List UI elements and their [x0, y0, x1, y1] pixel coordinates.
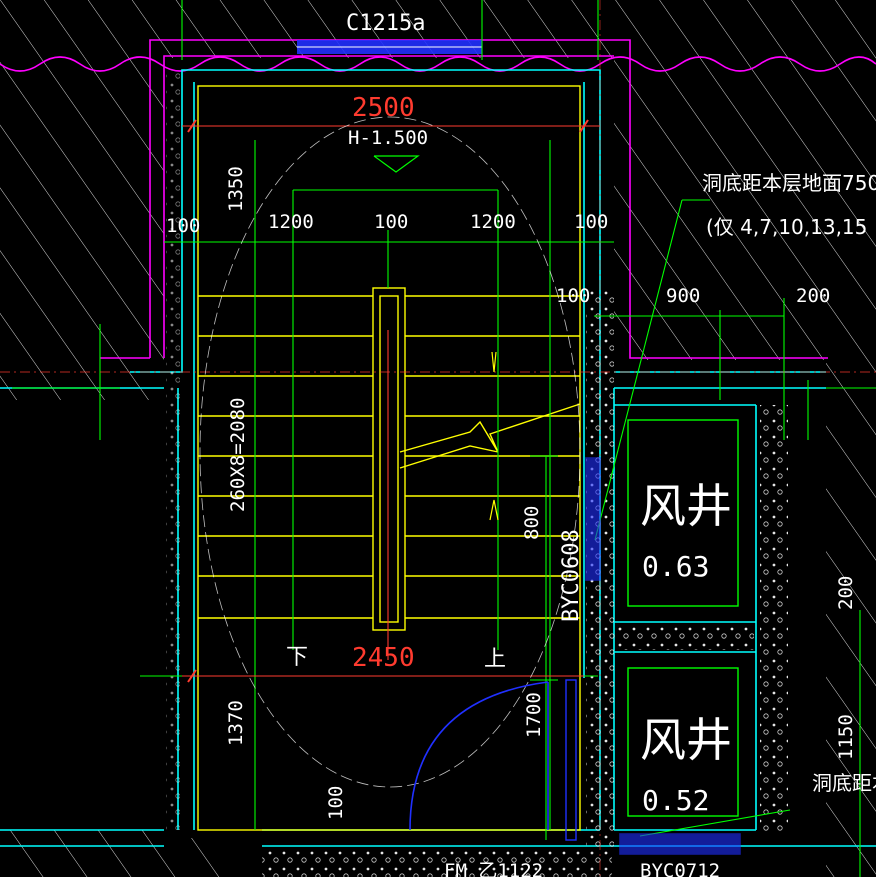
window-label: C1215a: [346, 11, 425, 36]
dim-1700: 1700: [523, 692, 545, 738]
tick-marks: [187, 119, 589, 683]
dim-200-top: 200: [796, 285, 830, 307]
shaft-1-area: 0.63: [642, 550, 709, 583]
stair-down-label: 下: [286, 645, 308, 670]
dashed-circle: [199, 116, 581, 788]
note-sill-height-2: 洞底距本: [812, 771, 876, 795]
dim-900: 900: [666, 285, 700, 307]
dimension-lines: [12, 0, 876, 877]
window-top: [297, 40, 482, 54]
shaft-1-name: 风井: [640, 479, 732, 533]
dim-100-right: 100: [574, 211, 608, 233]
door-label: FM 乙1122: [444, 860, 543, 877]
byc-window-2: BYC0712: [640, 860, 720, 877]
shaft-boxes: [627, 419, 739, 817]
stair-up-label: 上: [484, 647, 506, 672]
dim-1370: 1370: [225, 700, 247, 746]
dim-100-inner: 100: [556, 285, 590, 307]
arrows: [373, 155, 499, 521]
elevation-label: H-1.500: [348, 127, 428, 149]
shaft-2-name: 风井: [640, 713, 732, 767]
dim-200-right: 200: [835, 576, 857, 610]
dim-1200-a: 1200: [268, 211, 314, 233]
dim-1350: 1350: [225, 166, 247, 212]
dim-800: 800: [521, 506, 543, 540]
dim-1150: 1150: [835, 714, 857, 760]
dim-100-bottom: 100: [325, 786, 347, 820]
dim-bottom-width: 2450: [352, 643, 415, 673]
shaft-2-area: 0.52: [642, 784, 709, 817]
door-swing: [409, 457, 741, 855]
stair: [197, 85, 581, 831]
byc-window-1: BYC0608: [559, 529, 584, 622]
magenta-outline: [0, 39, 876, 359]
note-floors: (仅 4,7,10,13,15: [706, 215, 867, 239]
dim-top-width: 2500: [352, 93, 415, 123]
dim-100-left: 100: [166, 215, 200, 237]
dim-1200-b: 1200: [470, 211, 516, 233]
note-sill-height: 洞底距本层地面750m: [702, 171, 876, 195]
dim-stair-run: 260X8=2080: [227, 398, 249, 512]
dim-100-mid: 100: [374, 211, 408, 233]
